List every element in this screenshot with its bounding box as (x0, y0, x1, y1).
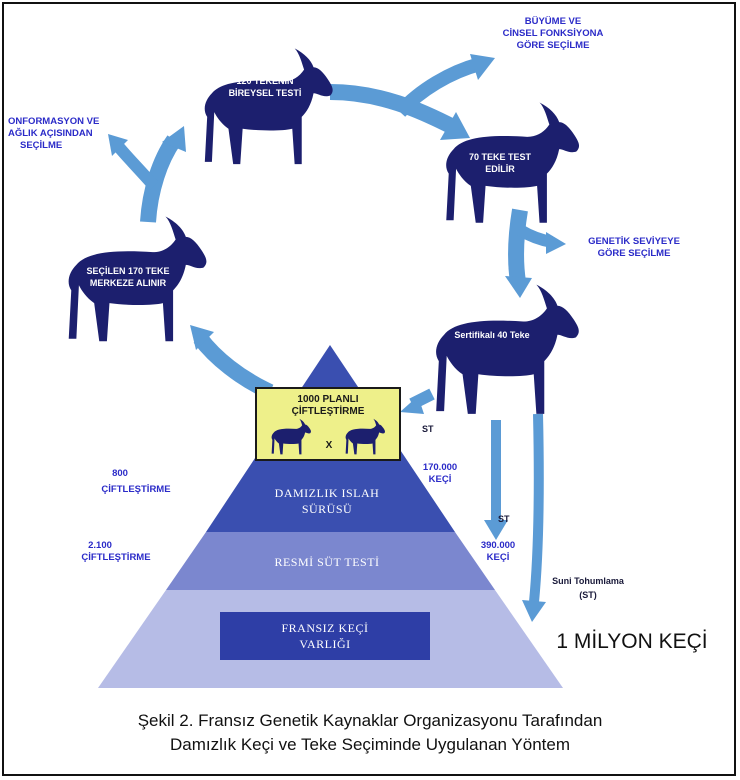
goat-right (446, 102, 580, 223)
goat-right-icon (446, 102, 580, 223)
planned-mating-line1: 1000 PLANLI (297, 394, 358, 405)
label-2100-line1: 2.100 (88, 540, 112, 551)
pyramid-bottom-line1: FRANSIZ KEÇİ (281, 621, 368, 635)
st-label-2: ST (498, 514, 510, 524)
goat-left-line1: SEÇİLEN 170 TEKE (86, 266, 169, 276)
goat-lower-right-icon (436, 284, 579, 414)
arrow-top-to-right (329, 84, 459, 136)
caption-line1: Şekil 2. Fransız Genetik Kaynaklar Organ… (138, 711, 603, 730)
arrow-st-390000 (529, 413, 544, 603)
arrow-growth-selection (394, 57, 482, 117)
planned-mating-line2: ÇİFTLEŞTİRME (292, 404, 365, 417)
goat-lower-right (436, 284, 579, 414)
genetic-line1: GENETİK SEVİYEYE (588, 236, 680, 247)
goat-top-line2: BİREYSEL TESTİ (229, 88, 302, 98)
arrowhead-right-lower (505, 276, 532, 298)
total-goats: 1 MİLYON KEÇİ (556, 630, 707, 653)
planned-mating-box: 1000 PLANLI ÇİFTLEŞTİRME X (255, 387, 401, 461)
goat-right-line2: EDİLİR (485, 164, 515, 174)
st-label-1: ST (422, 424, 434, 434)
growth-line2: CİNSEL FONKSİYONA (503, 28, 604, 39)
arrowhead-conformation (108, 134, 128, 156)
suni-line2: (ST) (579, 590, 597, 600)
goat-right-line1: 70 TEKE TEST (469, 152, 532, 162)
arrowhead-plan-left (190, 325, 214, 350)
label-800-line1: 800 (112, 468, 128, 479)
arrow-left-to-top (140, 135, 181, 223)
pyramid-top-line1: DAMIZLIK ISLAH (275, 486, 380, 500)
growth-line3: GÖRE SEÇİLME (517, 40, 590, 51)
conformation-line3: SEÇİLME (20, 140, 62, 151)
pyramid-bottom-line2: VARLIĞI (299, 637, 350, 651)
arrowhead-st-170000 (484, 520, 508, 540)
goat-top-line1: 120 TEKENİN (236, 76, 293, 86)
arrow-right-to-lower (507, 208, 528, 284)
goat-left-line2: MERKEZE ALINIR (90, 278, 167, 288)
k170-line1: 170.000 (423, 462, 457, 473)
arrowhead-st-390000 (522, 600, 546, 622)
genetic-line2: GÖRE SEÇİLME (598, 248, 671, 259)
label-2100-line2: ÇİFTLEŞTİRME (81, 552, 150, 563)
k390-line1: 390.000 (481, 540, 515, 551)
goat-top-icon (204, 48, 333, 165)
k170-line2: KEÇİ (429, 474, 452, 485)
arrowhead-certified-plan (400, 396, 424, 414)
mating-x-symbol: X (326, 440, 333, 451)
growth-line1: BÜYÜME VE (525, 16, 581, 27)
caption-line2: Damızlık Keçi ve Teke Seçiminde Uygulana… (170, 735, 570, 754)
label-800-line2: ÇİFTLEŞTİRME (101, 484, 170, 495)
conformation-line2: AĞLIK AÇISINDAN (8, 127, 93, 139)
arrow-plan-to-left (193, 333, 274, 400)
goat-lower-right-label: Sertifikalı 40 Teke (454, 330, 529, 340)
pyramid-top-line2: SÜRÜSÜ (302, 502, 352, 516)
arrowhead-growth (470, 54, 495, 80)
arrowhead-left-top (162, 126, 186, 152)
k390-line2: KEÇİ (487, 552, 510, 563)
pyramid: DAMIZLIK ISLAH SÜRÜSÜ RESMİ SÜT TESTİ FR… (98, 345, 563, 688)
pyramid-middle-label: RESMİ SÜT TESTİ (274, 555, 379, 569)
pyramid-middle (166, 532, 495, 590)
arrowhead-genetic (546, 232, 566, 254)
conformation-line1: ONFORMASYON VE (8, 116, 99, 127)
arrow-conformation-selection (113, 142, 159, 190)
arrowhead-top-right (440, 112, 470, 140)
suni-line1: Suni Tohumlama (552, 576, 625, 586)
pyramid-bottom-box (220, 612, 430, 660)
